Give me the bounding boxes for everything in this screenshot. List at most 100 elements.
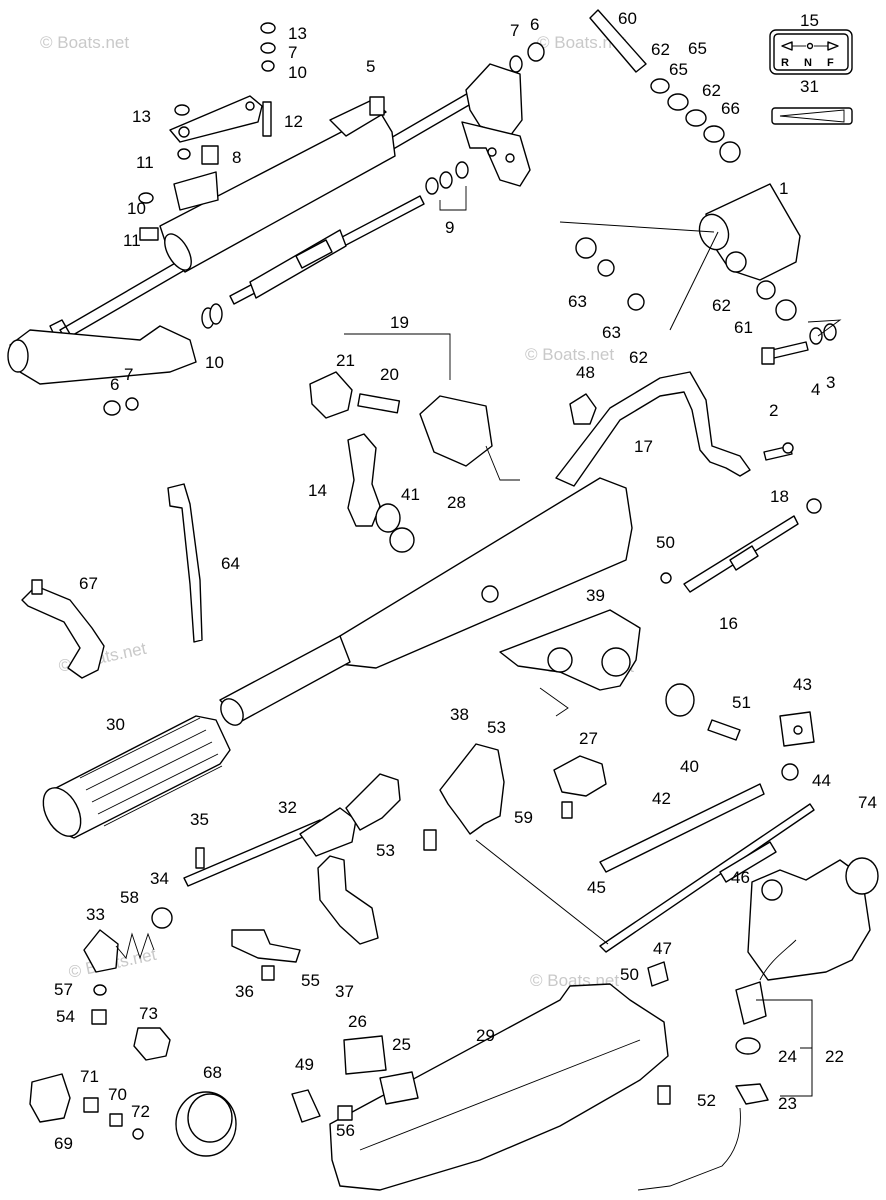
control-bracket [499,498,822,717]
callout-number: 7 [124,365,133,384]
steering-bracket-assembly [7,22,545,416]
callout-number: 59 [514,808,533,827]
callout-number: 70 [108,1085,127,1104]
callout-number: 30 [106,715,125,734]
callout-number: 58 [120,888,139,907]
callout-number: 37 [335,982,354,1001]
callout-number: 10 [205,353,224,372]
watermark: © Boats.net [525,345,614,364]
kill-switch [637,857,879,1191]
watermark: © Boats.net [40,33,129,52]
callout-number: 8 [232,148,241,167]
callout-number: 19 [390,313,409,332]
callout-number: 34 [150,869,169,888]
callout-number: 12 [284,112,303,131]
badge-letter-n: N [804,57,812,69]
callout-number: 65 [669,60,688,79]
badge-letter-r: R [781,57,789,69]
callout-number: 61 [734,318,753,337]
callout-number: 16 [719,614,738,633]
callout-number: 62 [712,296,731,315]
callout-number: 50 [656,533,675,552]
callout-number: 27 [579,729,598,748]
callout-number: 66 [721,99,740,118]
callout-number: 32 [278,798,297,817]
callout-number: 65 [688,39,707,58]
throttle-cable [83,773,401,1025]
callout-number: 7 [288,43,297,62]
callout-number: 53 [376,841,395,860]
callout-number: 54 [56,1007,75,1026]
callout-number: 11 [136,153,154,172]
shift-lever [347,433,415,553]
callout-number: 43 [793,675,812,694]
callout-number: 39 [586,586,605,605]
throttle-link [21,579,105,679]
callout-number: 10 [288,63,307,82]
callout-number: 45 [587,878,606,897]
callout-number: 48 [576,363,595,382]
tiller-handle [219,371,794,726]
callout-number: 2 [769,401,778,420]
callout-number: 69 [54,1134,73,1153]
callout-number: 46 [731,868,750,887]
callout-number: 35 [190,810,209,829]
callout-number: 68 [203,1063,222,1082]
callout-number: 3 [826,373,835,392]
callout-number: 28 [447,493,466,512]
callout-number: 31 [800,77,819,96]
callout-number: 51 [732,693,751,712]
callout-number: 44 [812,771,831,790]
callout-number: 9 [445,218,454,237]
callout-number: 6 [110,375,119,394]
callout-number: 63 [568,292,587,311]
callout-number: 41 [401,485,420,504]
callout-number: 72 [131,1102,150,1121]
callout-number: 67 [79,574,98,593]
bottom-left-parts [29,855,379,1157]
callout-number: 18 [770,487,789,506]
lower-case [291,983,671,1191]
callout-number: 13 [132,107,151,126]
callout-number: 49 [295,1055,314,1074]
callout-number: 47 [653,939,672,958]
callout-number: 33 [86,905,105,924]
callout-number: 64 [221,554,240,573]
callout-number: 24 [778,1047,797,1066]
badge-letter-f: F [827,57,834,69]
callout-number: 5 [366,57,375,76]
callout-number: 20 [380,365,399,384]
ignition-switch [309,333,520,481]
callout-number: 13 [288,24,307,43]
callout-number: 62 [629,348,648,367]
callout-number: 62 [702,81,721,100]
callout-number: 62 [651,40,670,59]
callout-number: 29 [476,1026,495,1045]
shift-badge: R N F [769,29,853,75]
callout-number: 4 [811,380,820,399]
callout-number: 57 [54,980,73,999]
callout-number: 42 [652,789,671,808]
callout-number: 56 [336,1121,355,1140]
callout-number: 55 [301,971,320,990]
callout-number: 7 [510,21,519,40]
callout-number: 74 [858,793,877,812]
callout-number: 15 [800,11,819,30]
callout-number: 17 [634,437,653,456]
callout-number: 36 [235,982,254,1001]
callout-number: 21 [336,351,355,370]
callout-number: 26 [348,1012,367,1031]
lower-bracket [423,743,815,987]
callout-number: 10 [127,199,146,218]
callout-number: 22 [825,1047,844,1066]
callout-number: 52 [697,1091,716,1110]
callout-number: 50 [620,965,639,984]
stop-lever [167,483,203,643]
callout-number: 53 [487,718,506,737]
callout-number: 63 [602,323,621,342]
callout-number: 71 [80,1067,99,1086]
callout-number: 14 [308,481,327,500]
callout-number: 23 [778,1094,797,1113]
